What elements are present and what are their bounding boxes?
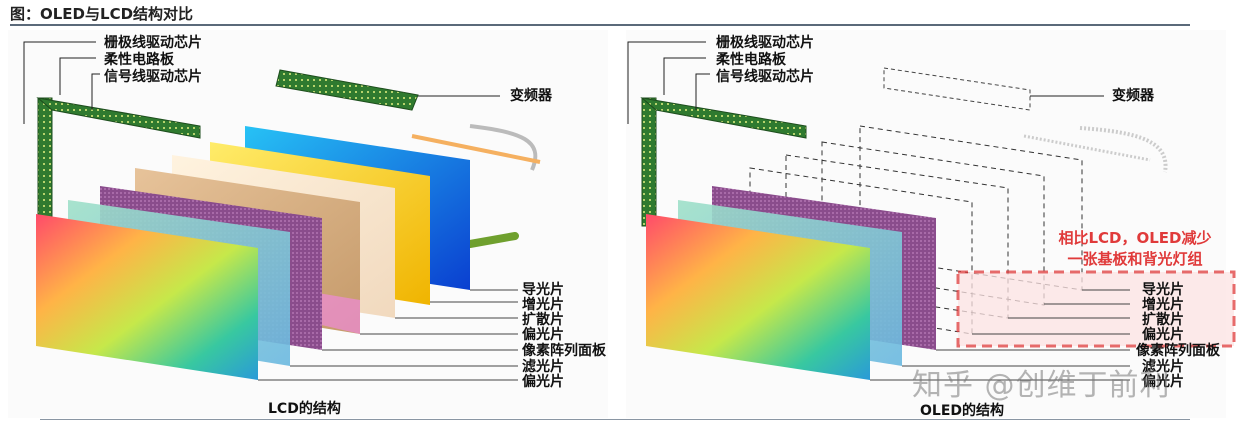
oled-callout-line1: 相比LCD，OLED减少	[1058, 229, 1212, 247]
oled-front-polarizer-layer	[646, 214, 870, 380]
lcd-inverter-board	[275, 69, 419, 111]
oled-label-source-driver: 信号线驱动芯片	[716, 69, 814, 85]
oled-label-front-polarizer: 偏光片	[1142, 374, 1184, 390]
oled-removed-inverter	[883, 67, 1031, 111]
oled-driver-pcb	[640, 97, 807, 227]
lcd-label-brightness: 增光片	[522, 297, 564, 313]
figure-title: 图：OLED与LCD结构对比	[10, 5, 194, 23]
lcd-label-inverter: 变频器	[510, 88, 552, 104]
lcd-light-tube	[466, 232, 519, 248]
oled-label-brightness: 增光片	[1142, 297, 1184, 313]
lcd-caption: LCD的结构	[268, 401, 341, 417]
top-rule	[10, 24, 1190, 26]
lcd-label-source-driver: 信号线驱动芯片	[104, 69, 202, 85]
lcd-label-light-guide: 导光片	[522, 282, 564, 298]
lcd-label-gate-driver: 栅极线驱动芯片	[104, 35, 202, 51]
oled-label-light-guide: 导光片	[1142, 282, 1184, 298]
lcd-label-flex-circuit: 柔性电路板	[104, 52, 174, 68]
oled-label-pixel-array: 像素阵列面板	[1136, 343, 1220, 359]
oled-caption: OLED的结构	[920, 403, 1005, 419]
oled-label-color-filter: 滤光片	[1142, 359, 1184, 375]
oled-callout-note: 相比LCD，OLED减少 一张基板和背光灯组	[1035, 228, 1235, 270]
oled-label-rear-polarizer: 偏光片	[1142, 327, 1184, 343]
lcd-leader-lines	[258, 289, 518, 381]
lcd-light-bar	[411, 134, 541, 164]
bottom-rule	[40, 419, 1190, 420]
lcd-label-diffuser: 扩散片	[522, 312, 564, 328]
lcd-label-front-polarizer: 偏光片	[522, 374, 564, 390]
lcd-label-rear-polarizer: 偏光片	[522, 327, 564, 343]
lcd-label-color-filter: 滤光片	[522, 359, 564, 375]
lcd-front-polarizer-layer	[36, 214, 258, 380]
oled-label-inverter: 变频器	[1112, 88, 1154, 104]
oled-callout-line2: 一张基板和背光灯组	[1067, 250, 1203, 268]
oled-label-diffuser: 扩散片	[1142, 312, 1184, 328]
watermark-text: 知乎 @创维丁前利	[912, 368, 1171, 403]
oled-label-gate-driver: 栅极线驱动芯片	[716, 35, 814, 51]
lcd-label-pixel-array: 像素阵列面板	[522, 343, 606, 359]
oled-label-flex-circuit: 柔性电路板	[716, 52, 786, 68]
oled-leader-lines	[870, 289, 1130, 381]
removed-layers-highlight-box	[956, 270, 1236, 348]
